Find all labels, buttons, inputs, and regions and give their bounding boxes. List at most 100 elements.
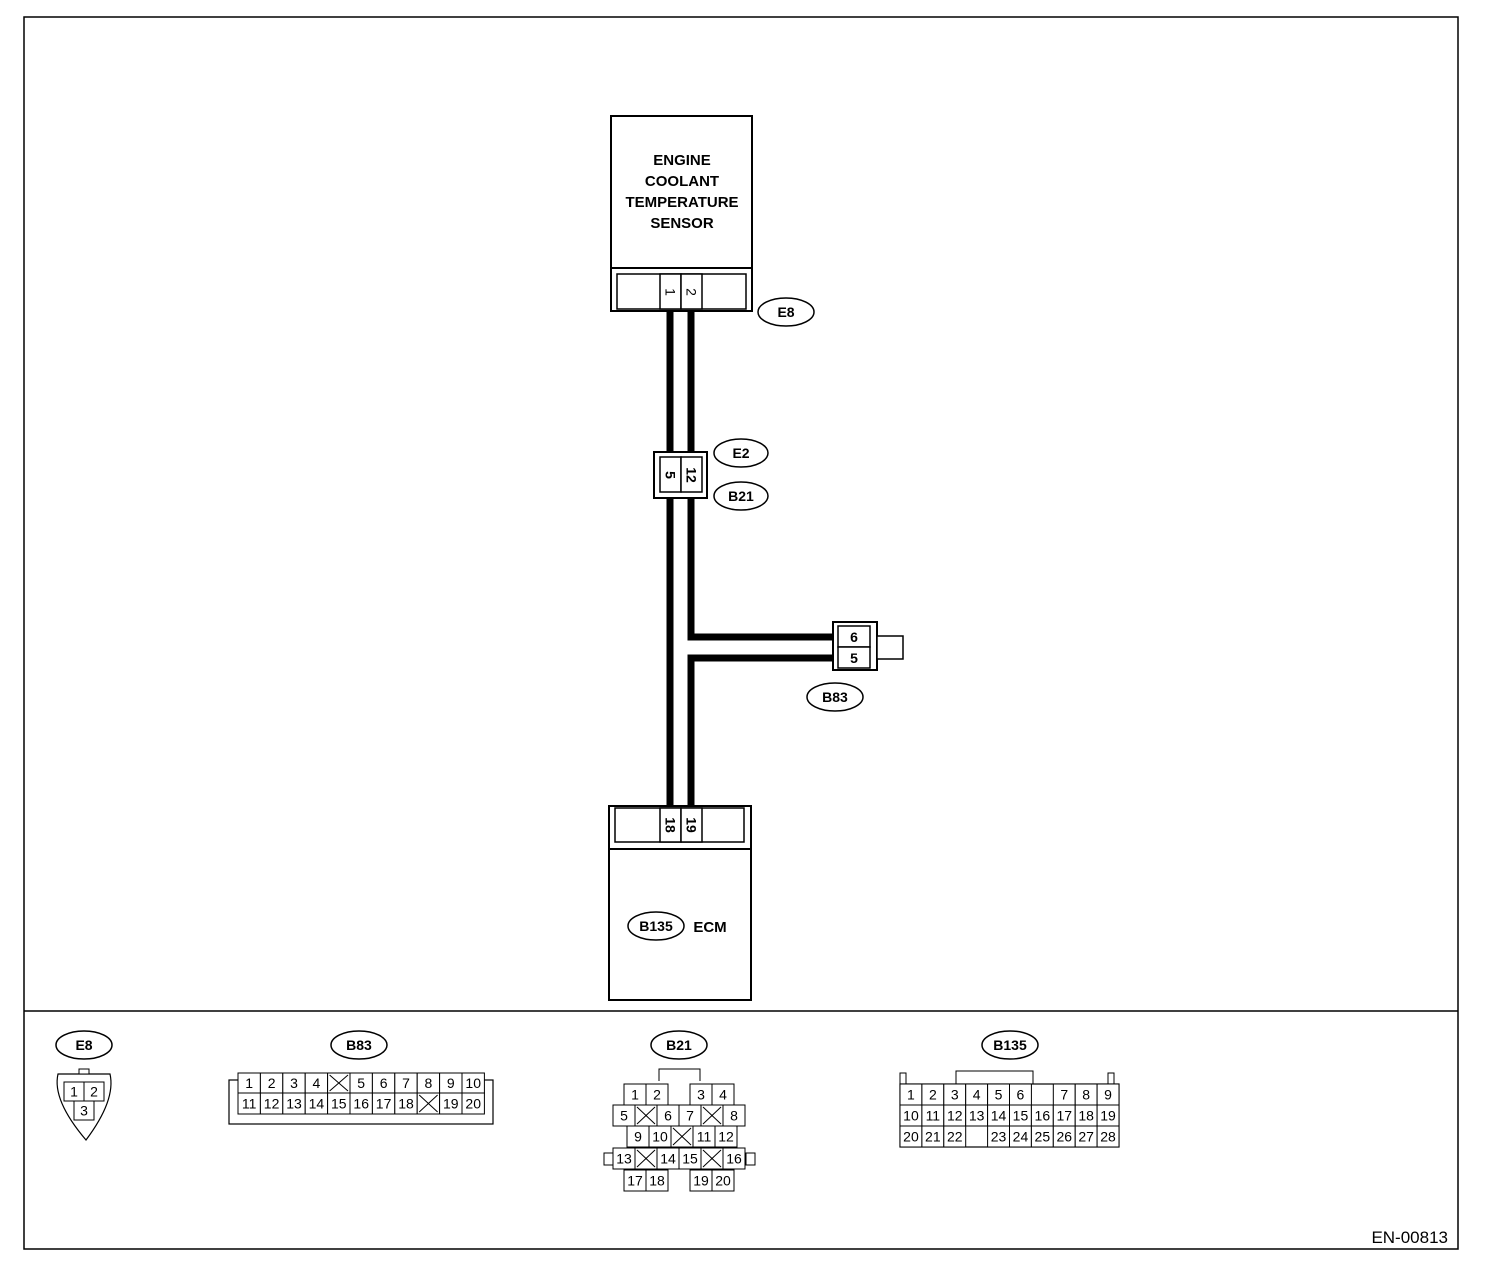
b21-view-pin-1: 1	[631, 1087, 639, 1103]
b83-view-pin-18: 18	[398, 1096, 414, 1112]
b135-view-latch-left	[899, 1072, 907, 1085]
e8-view-label: E8	[75, 1037, 92, 1053]
b21-view-pin-blank-2-blank-mark	[672, 1127, 692, 1146]
b21-view-pin-3: 3	[697, 1087, 705, 1103]
b83-view-pin-17: 17	[376, 1096, 392, 1112]
b21-view-label: B21	[666, 1037, 692, 1053]
b135-view-pin-4: 4	[973, 1087, 981, 1103]
harness-wires	[666, 311, 833, 808]
e8-view-pin-3: 3	[80, 1103, 88, 1119]
b135-view-pin-3: 3	[951, 1087, 959, 1103]
b21-view-key	[658, 1068, 701, 1081]
b135-view-pin-22-cell	[943, 1125, 967, 1148]
b135-view-pin-11: 11	[926, 1108, 941, 1124]
b21-view-pin-2: 2	[653, 1087, 661, 1103]
sensor-pin-1: 1	[663, 288, 679, 296]
b83-connector-tag	[806, 682, 864, 712]
e2-connector-label: E2	[732, 445, 749, 461]
b21-view-pin-blank-4-blank-mark	[702, 1149, 722, 1168]
b21-view-pin-5: 5	[620, 1108, 628, 1124]
b135-view-pin-27: 27	[1078, 1129, 1094, 1145]
joint-pin-12: 12	[684, 467, 700, 483]
b83-pin-5-cell	[837, 646, 871, 669]
e8-view-key	[78, 1068, 90, 1075]
b135-view-pin-12: 12	[947, 1108, 963, 1124]
b135-view-pin-5: 5	[995, 1087, 1003, 1103]
b21-view-pin-18: 18	[649, 1173, 665, 1189]
b135-view-pin-6: 6	[1017, 1087, 1025, 1103]
ecm-unit: 18 19 B135 ECM	[608, 805, 752, 1001]
sensor-label-line-4: SENSOR	[650, 215, 714, 232]
b21-view-pin-20-cell	[711, 1169, 735, 1192]
b83-view-pin-19: 19	[443, 1096, 459, 1112]
b83-view-pin-blank-4-blank-mark	[329, 1074, 349, 1092]
b21-view-pin-17: 17	[627, 1173, 643, 1189]
b21-view-pin-16-cell	[722, 1147, 746, 1170]
e2-connector-tag	[713, 438, 769, 468]
b83-view-pin-9: 9	[447, 1075, 455, 1091]
e8-view-pin-3-cell	[73, 1100, 95, 1121]
b83-view-pin-11: 11	[242, 1096, 257, 1112]
b135-view-pin-14: 14	[991, 1108, 1007, 1124]
joint-connector: 5 12	[653, 451, 708, 499]
b21-view-pin-blank-4-blank-mark	[702, 1106, 722, 1125]
e8-view-pin-2: 2	[90, 1084, 98, 1100]
ecm-pin-19: 19	[684, 817, 700, 833]
sensor-pin-2: 2	[684, 288, 700, 296]
b83-view-pin-1: 1	[245, 1075, 253, 1091]
b21-view-pin-blank-1-blank-mark	[636, 1149, 656, 1168]
b83-view-label: B83	[346, 1037, 372, 1053]
b135-view-pin-7: 7	[1060, 1087, 1068, 1103]
b83-view-pin-12: 12	[264, 1096, 280, 1112]
b135-view-pin-28: 28	[1100, 1129, 1116, 1145]
b135-view-pin-20: 20	[903, 1129, 919, 1145]
b135-view-latch-right	[1107, 1072, 1115, 1085]
b135-view-pin-17: 17	[1056, 1108, 1072, 1124]
b83-view-pin-5: 5	[357, 1075, 365, 1091]
b83-view-pin-14: 14	[309, 1096, 325, 1112]
b21-view-pin-18-cell	[645, 1169, 669, 1192]
coolant-temp-sensor: ENGINE COOLANT TEMPERATURE SENSOR 1 2	[610, 115, 753, 312]
sensor-label-line-1: ENGINE	[653, 152, 711, 169]
b21-view-pin-20: 20	[715, 1173, 731, 1189]
sensor-label-line-3: TEMPERATURE	[625, 194, 738, 211]
b135-view-pin-24: 24	[1013, 1129, 1029, 1145]
b135-view-pin-28-cell	[1096, 1125, 1120, 1148]
b21-view-pin-12-cell	[714, 1125, 738, 1148]
b135-view-pin-15: 15	[1013, 1108, 1029, 1124]
ecm-label: ECM	[693, 919, 726, 936]
b135-view-pin-16: 16	[1035, 1108, 1051, 1124]
b83-view-pin-2: 2	[268, 1075, 276, 1091]
b135-connector-tag	[627, 911, 685, 941]
b83-branch-connector: 6 5	[832, 621, 904, 671]
b83-view-pin-13: 13	[286, 1096, 302, 1112]
wire-b83-pin5-to-ecm-pin19	[687, 654, 833, 808]
b135-view-pin-1: 1	[907, 1087, 915, 1103]
b21-view-pin-9: 9	[634, 1129, 642, 1145]
b21-view-pin-11: 11	[697, 1129, 712, 1145]
b21-view-pin-16: 16	[726, 1151, 742, 1167]
b21-view-pin-4: 4	[719, 1087, 727, 1103]
b83-view-pin-blank-8-blank-mark	[418, 1094, 438, 1113]
b83-view-pin-6: 6	[380, 1075, 388, 1091]
figure-code: EN-00813	[1371, 1228, 1448, 1247]
b21-view-pin-8: 8	[730, 1108, 738, 1124]
b21-view-pin-6: 6	[664, 1108, 672, 1124]
e8-view-pin-1: 1	[70, 1084, 78, 1100]
b21-view-pin-12: 12	[718, 1129, 734, 1145]
b83-view-pin-20: 20	[465, 1096, 481, 1112]
sensor-body	[610, 115, 753, 269]
b83-pin-6: 6	[850, 629, 858, 645]
e8-connector-tag	[757, 297, 815, 327]
b135-connector-label: B135	[639, 918, 673, 934]
b21-view-pin-13: 13	[616, 1151, 632, 1167]
diagram-border	[23, 16, 1459, 1250]
b21-connector-tag	[713, 481, 769, 511]
joint-pin-5: 5	[663, 471, 679, 479]
ecm-pin-19-cell	[680, 807, 703, 843]
b135-view-tag	[981, 1030, 1039, 1060]
b21-connector-label: B21	[728, 488, 754, 504]
sensor-label-line-2: COOLANT	[645, 173, 719, 190]
